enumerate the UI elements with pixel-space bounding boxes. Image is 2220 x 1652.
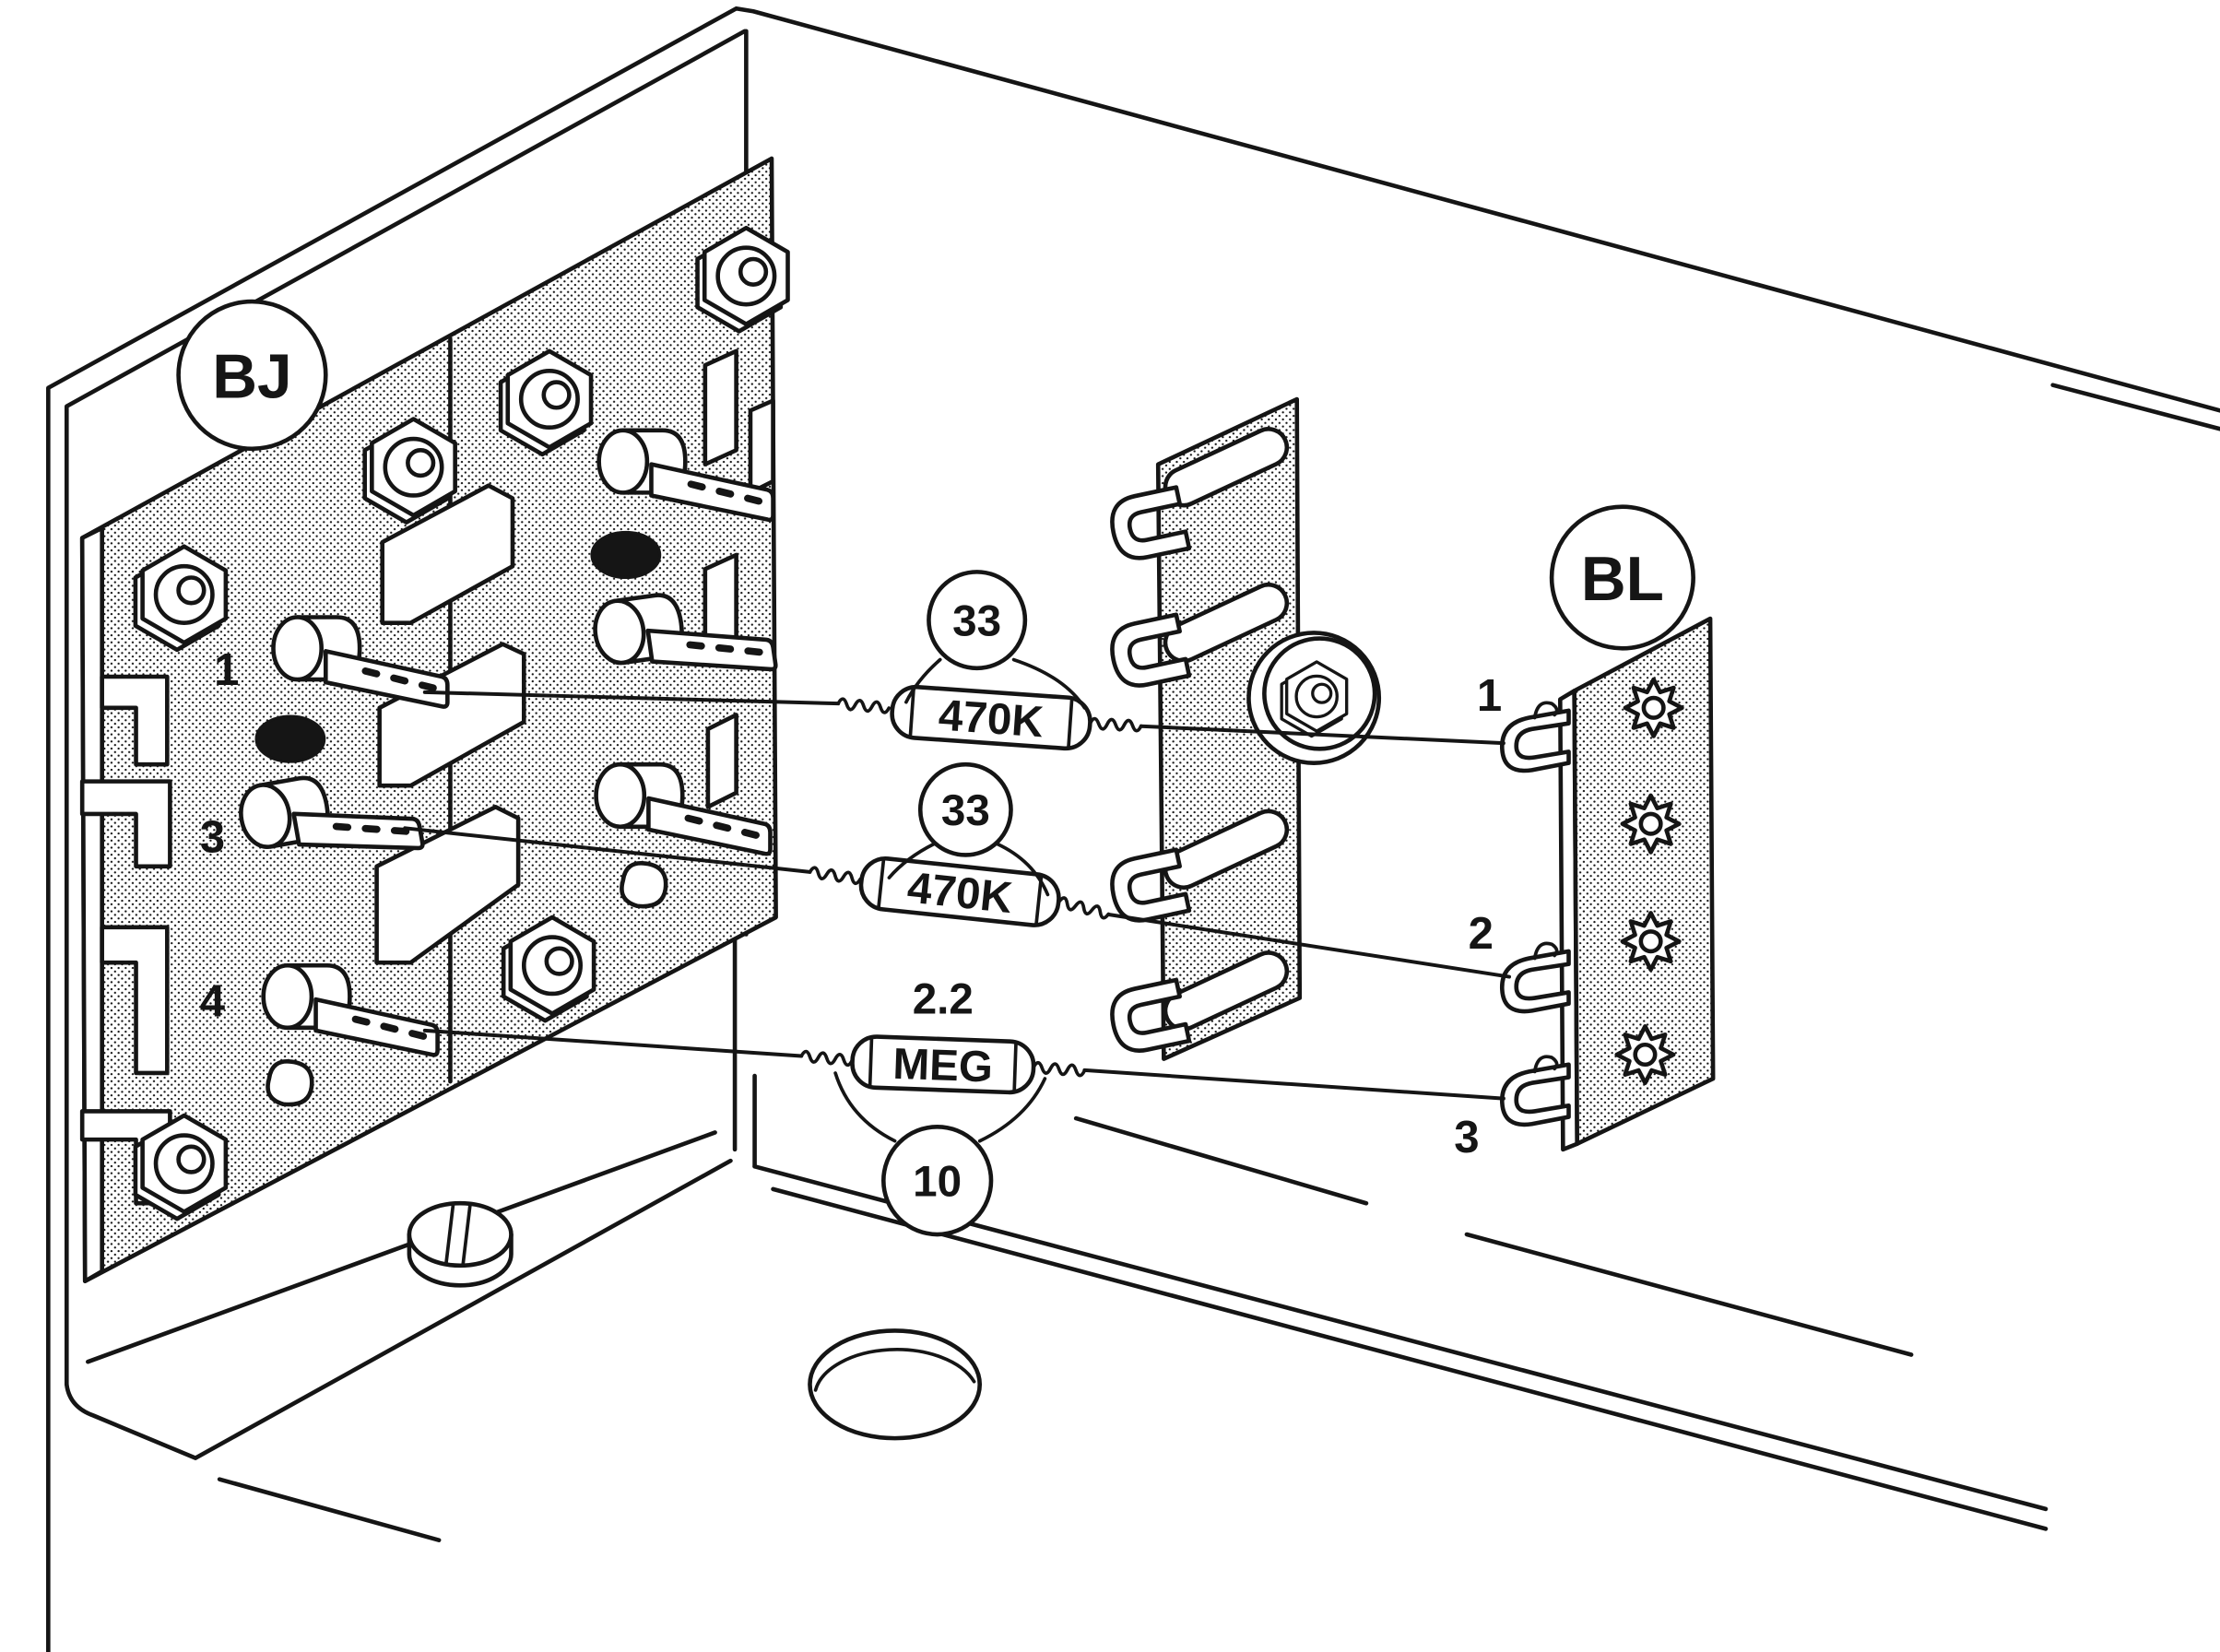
round-mount bbox=[1246, 631, 1382, 765]
lock-washer bbox=[1623, 913, 1679, 969]
chassis-screw bbox=[407, 1200, 514, 1288]
bj-bracket bbox=[374, 804, 521, 965]
bj-bracket bbox=[377, 642, 526, 788]
bj-tab-right bbox=[705, 713, 738, 809]
resistor-2-callout: 33 bbox=[887, 761, 1050, 897]
label-bl-text: BL bbox=[1581, 545, 1664, 614]
bj-mounting-tab bbox=[100, 674, 170, 767]
resistor-2-body: 470K bbox=[858, 856, 1061, 927]
bl-lug-number: 2 bbox=[1469, 909, 1494, 959]
floor-hole-rim bbox=[808, 1328, 983, 1441]
resistor-2-coil-right bbox=[1056, 895, 1112, 921]
resistor-3-casing bbox=[850, 1034, 1036, 1095]
label-bj: BJ bbox=[176, 299, 328, 452]
solder-blob bbox=[590, 530, 662, 580]
corner-edge-lower bbox=[732, 917, 757, 1169]
left-wall-inner-edge bbox=[64, 29, 748, 1387]
solder-lug-bl-3 bbox=[1502, 1056, 1568, 1125]
callout-leader bbox=[887, 842, 1050, 897]
screw-slot bbox=[443, 1202, 472, 1267]
callout-leader bbox=[904, 657, 1087, 710]
callout-leader bbox=[833, 1071, 1047, 1143]
bj-lug-number: 4 bbox=[200, 977, 226, 1027]
bj-lug-number: 3 bbox=[200, 812, 225, 862]
left-wall-bottom-edge bbox=[86, 1130, 717, 1364]
resistor-1-lead-left bbox=[422, 690, 841, 706]
bj-mounting-tab bbox=[79, 779, 172, 869]
left-floor-fold bbox=[64, 1158, 733, 1460]
screw-head bbox=[407, 1200, 514, 1268]
resistor-3-value-upper: 2.2 bbox=[913, 974, 974, 1023]
bl-panel bbox=[1572, 616, 1716, 1147]
terminal-strip-middle bbox=[1107, 396, 1382, 1061]
resistor-2: 470K 33 bbox=[403, 761, 1512, 979]
right-wall-top-lip bbox=[2050, 383, 2220, 431]
resistor-1-lead-right bbox=[1139, 724, 1506, 746]
lock-washer bbox=[1623, 796, 1679, 852]
middle-strip-lug-slot bbox=[1163, 808, 1290, 891]
resistor-1-coil-right bbox=[1088, 716, 1143, 733]
callout-number: 33 bbox=[941, 786, 990, 835]
resistor-1-value: 470K bbox=[937, 691, 1045, 748]
floor-lip-lines bbox=[1073, 1115, 1914, 1357]
chassis bbox=[46, 6, 2220, 1652]
resistor-2-end-caps bbox=[877, 857, 1044, 926]
terminal-strip-bl: BL 1 2 3 bbox=[1454, 504, 1716, 1162]
lug-hook bbox=[266, 1058, 314, 1107]
resistor-3: 2.2 MEG 10 bbox=[422, 974, 1506, 1237]
solder-lug-bl-2 bbox=[1502, 943, 1568, 1011]
resistor-2-coil-left bbox=[807, 865, 863, 886]
bj-bracket bbox=[380, 483, 515, 625]
label-bl-circle bbox=[1549, 504, 1695, 651]
resistor-1-end-caps bbox=[908, 686, 1074, 749]
resistor-3-callout: 10 bbox=[833, 1071, 1047, 1237]
resistor-2-casing bbox=[858, 856, 1061, 927]
resistor-2-lead-right bbox=[1106, 912, 1512, 979]
bl-lug-number: 3 bbox=[1454, 1113, 1479, 1162]
bj-tab-right bbox=[748, 398, 775, 495]
resistor-3-value: MEG bbox=[892, 1040, 994, 1092]
callout-circle bbox=[917, 761, 1013, 857]
resistor-1-casing bbox=[890, 684, 1092, 751]
resistor-2-lead-left bbox=[403, 826, 812, 874]
bj-lug-number: 1 bbox=[214, 645, 239, 695]
resistor-1-callout: 33 bbox=[904, 570, 1087, 710]
callout-number: 33 bbox=[952, 596, 1001, 645]
floor-hole bbox=[808, 1328, 983, 1441]
resistor-3-lead-left bbox=[422, 1028, 804, 1058]
callout-circle bbox=[927, 570, 1028, 671]
resistor-2-value: 470K bbox=[905, 863, 1015, 923]
resistor-1-body: 470K bbox=[890, 684, 1092, 751]
middle-strip-lug-slot bbox=[1163, 582, 1290, 664]
bl-lug-number: 1 bbox=[1477, 671, 1502, 721]
resistor-3-body: MEG bbox=[850, 1034, 1036, 1095]
resistor-3-lead-right bbox=[1082, 1068, 1506, 1101]
middle-strip-lug-slot bbox=[1163, 950, 1290, 1032]
resistor-3-coil-right bbox=[1031, 1060, 1087, 1078]
bj-mounting-tab bbox=[100, 925, 170, 1076]
floor-hole-inner bbox=[813, 1347, 976, 1392]
label-bj-text: BJ bbox=[212, 342, 291, 411]
lock-washer bbox=[1617, 1026, 1673, 1082]
floor-edge-short bbox=[217, 1477, 442, 1542]
callout-number: 10 bbox=[913, 1158, 962, 1207]
label-bl: BL bbox=[1549, 504, 1695, 651]
label-bj-circle bbox=[176, 299, 328, 452]
resistor-3-coil-left bbox=[798, 1049, 855, 1068]
resistor-3-end-caps bbox=[868, 1036, 1018, 1093]
terminal-strip-bj: BJ 1 3 4 bbox=[79, 156, 787, 1283]
solder-blob bbox=[254, 714, 326, 763]
resistor-1-coil-left bbox=[835, 696, 892, 715]
bj-tab-right bbox=[703, 348, 738, 466]
callout-circle bbox=[881, 1125, 994, 1237]
bj-left-edge bbox=[79, 525, 104, 1283]
resistor-1: 470K 33 bbox=[422, 570, 1506, 751]
left-wall-outer-edge bbox=[46, 6, 2220, 1652]
lock-washer bbox=[1625, 679, 1682, 736]
lug-hook bbox=[620, 861, 668, 909]
